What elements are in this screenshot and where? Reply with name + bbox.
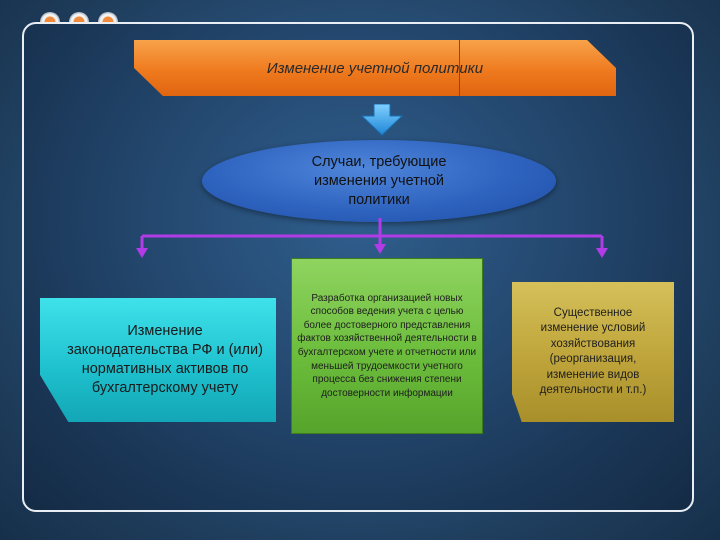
- cases-ellipse: Случаи, требующие изменения учетной поли…: [202, 140, 556, 222]
- middle-box-text: Разработка организацией новых способов в…: [297, 292, 477, 399]
- header-divider: [459, 40, 460, 96]
- left-box-text: Изменение законодательства РФ и (или) но…: [67, 323, 263, 396]
- left-box-legislation: Изменение законодательства РФ и (или) но…: [40, 298, 276, 422]
- header-title: Изменение учетной политики: [266, 59, 484, 77]
- ellipse-label: Случаи, требующие изменения учетной поли…: [311, 153, 447, 208]
- right-box-text: Существенное изменение условий хозяйство…: [539, 306, 647, 397]
- header-banner: Изменение учетной политики: [134, 40, 616, 96]
- right-box-conditions: Существенное изменение условий хозяйство…: [512, 282, 674, 422]
- middle-box-new-methods: Разработка организацией новых способов в…: [291, 258, 483, 434]
- down-arrow-icon: [360, 104, 404, 136]
